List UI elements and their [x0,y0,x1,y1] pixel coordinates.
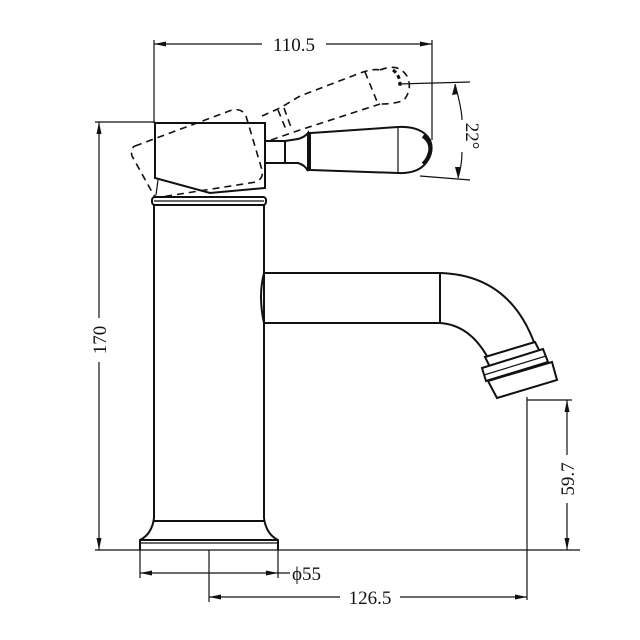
dimension-handle-angle: 22° [397,81,482,181]
dimension-label-angle: 22° [461,123,482,150]
dimension-overall-height: 170 [90,121,155,550]
faucet-body [139,196,279,550]
dimension-outlet-height: 59.7 [526,397,579,600]
spout [260,272,559,400]
handle-housing [154,122,266,196]
lever-handle [264,125,433,175]
dimension-label-width: 110.5 [273,35,315,56]
dimension-overall-width: 110.5 [153,35,433,140]
dimension-base-diameter: ϕ55 [139,550,321,585]
dimension-label-height: 170 [90,326,111,355]
lever-handle-rotated-outline [130,66,411,198]
dimension-label-diameter: ϕ55 [292,564,321,585]
dimension-label-reach: 126.5 [349,588,392,609]
dimension-spout-reach: 126.5 [208,550,527,609]
dimension-label-outlet-height: 59.7 [558,462,579,495]
